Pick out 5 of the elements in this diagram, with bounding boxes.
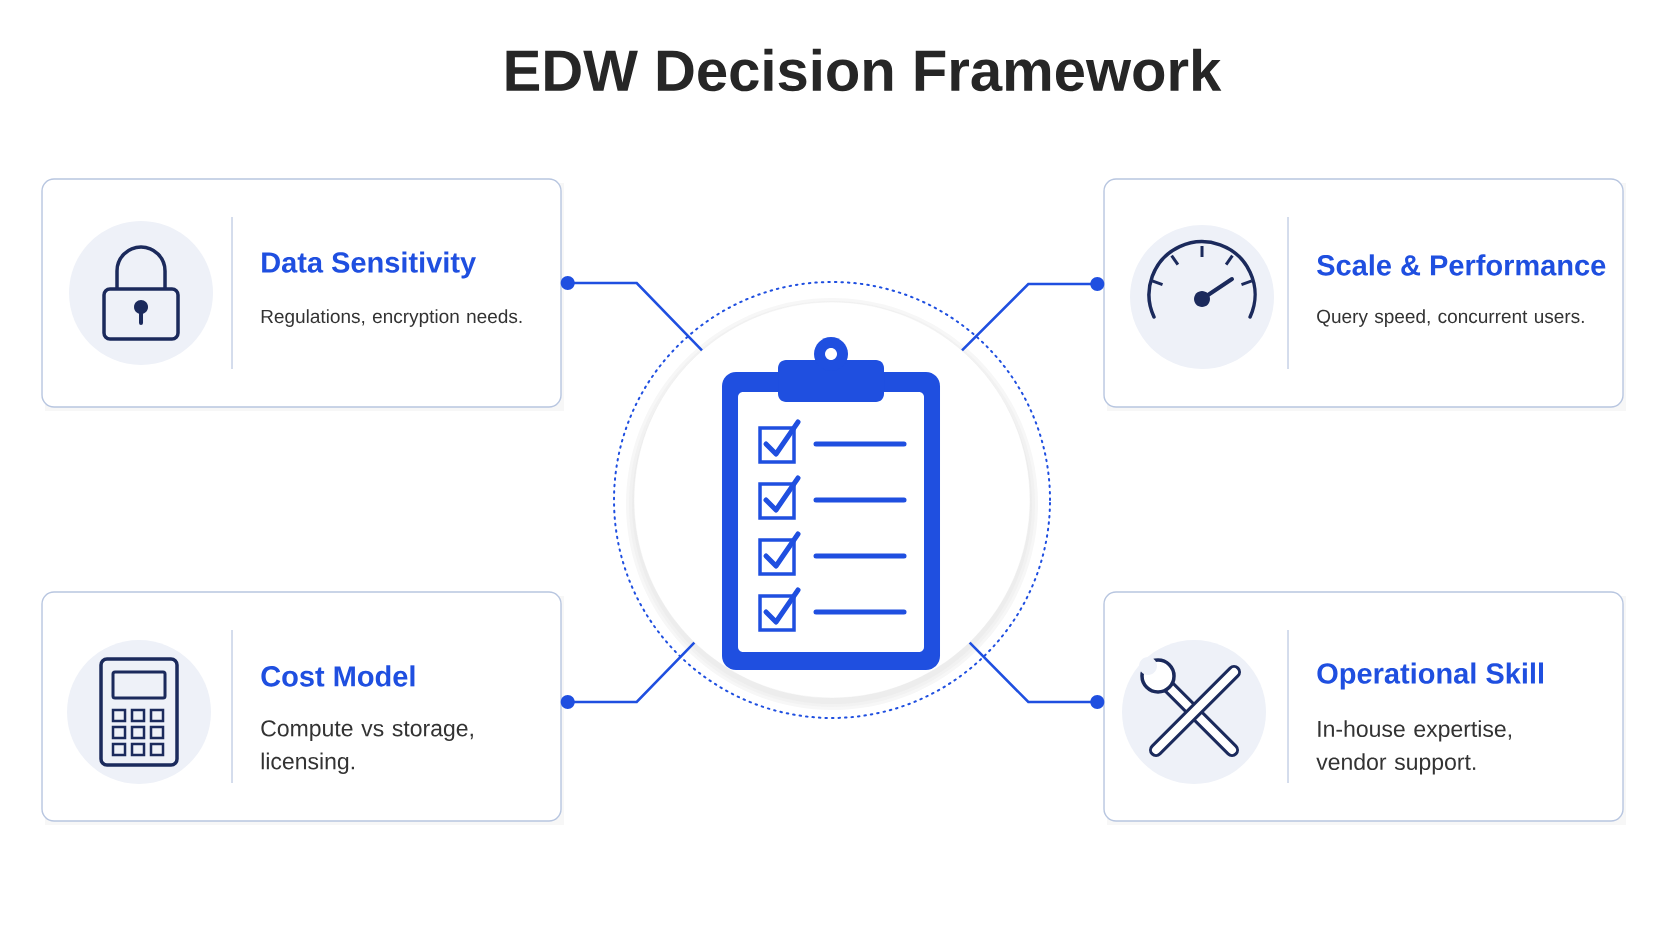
connector xyxy=(961,277,1105,352)
connector xyxy=(560,641,696,709)
connector xyxy=(968,641,1105,709)
title: EDW Decision Framework xyxy=(506,48,1222,92)
connector xyxy=(560,276,703,352)
